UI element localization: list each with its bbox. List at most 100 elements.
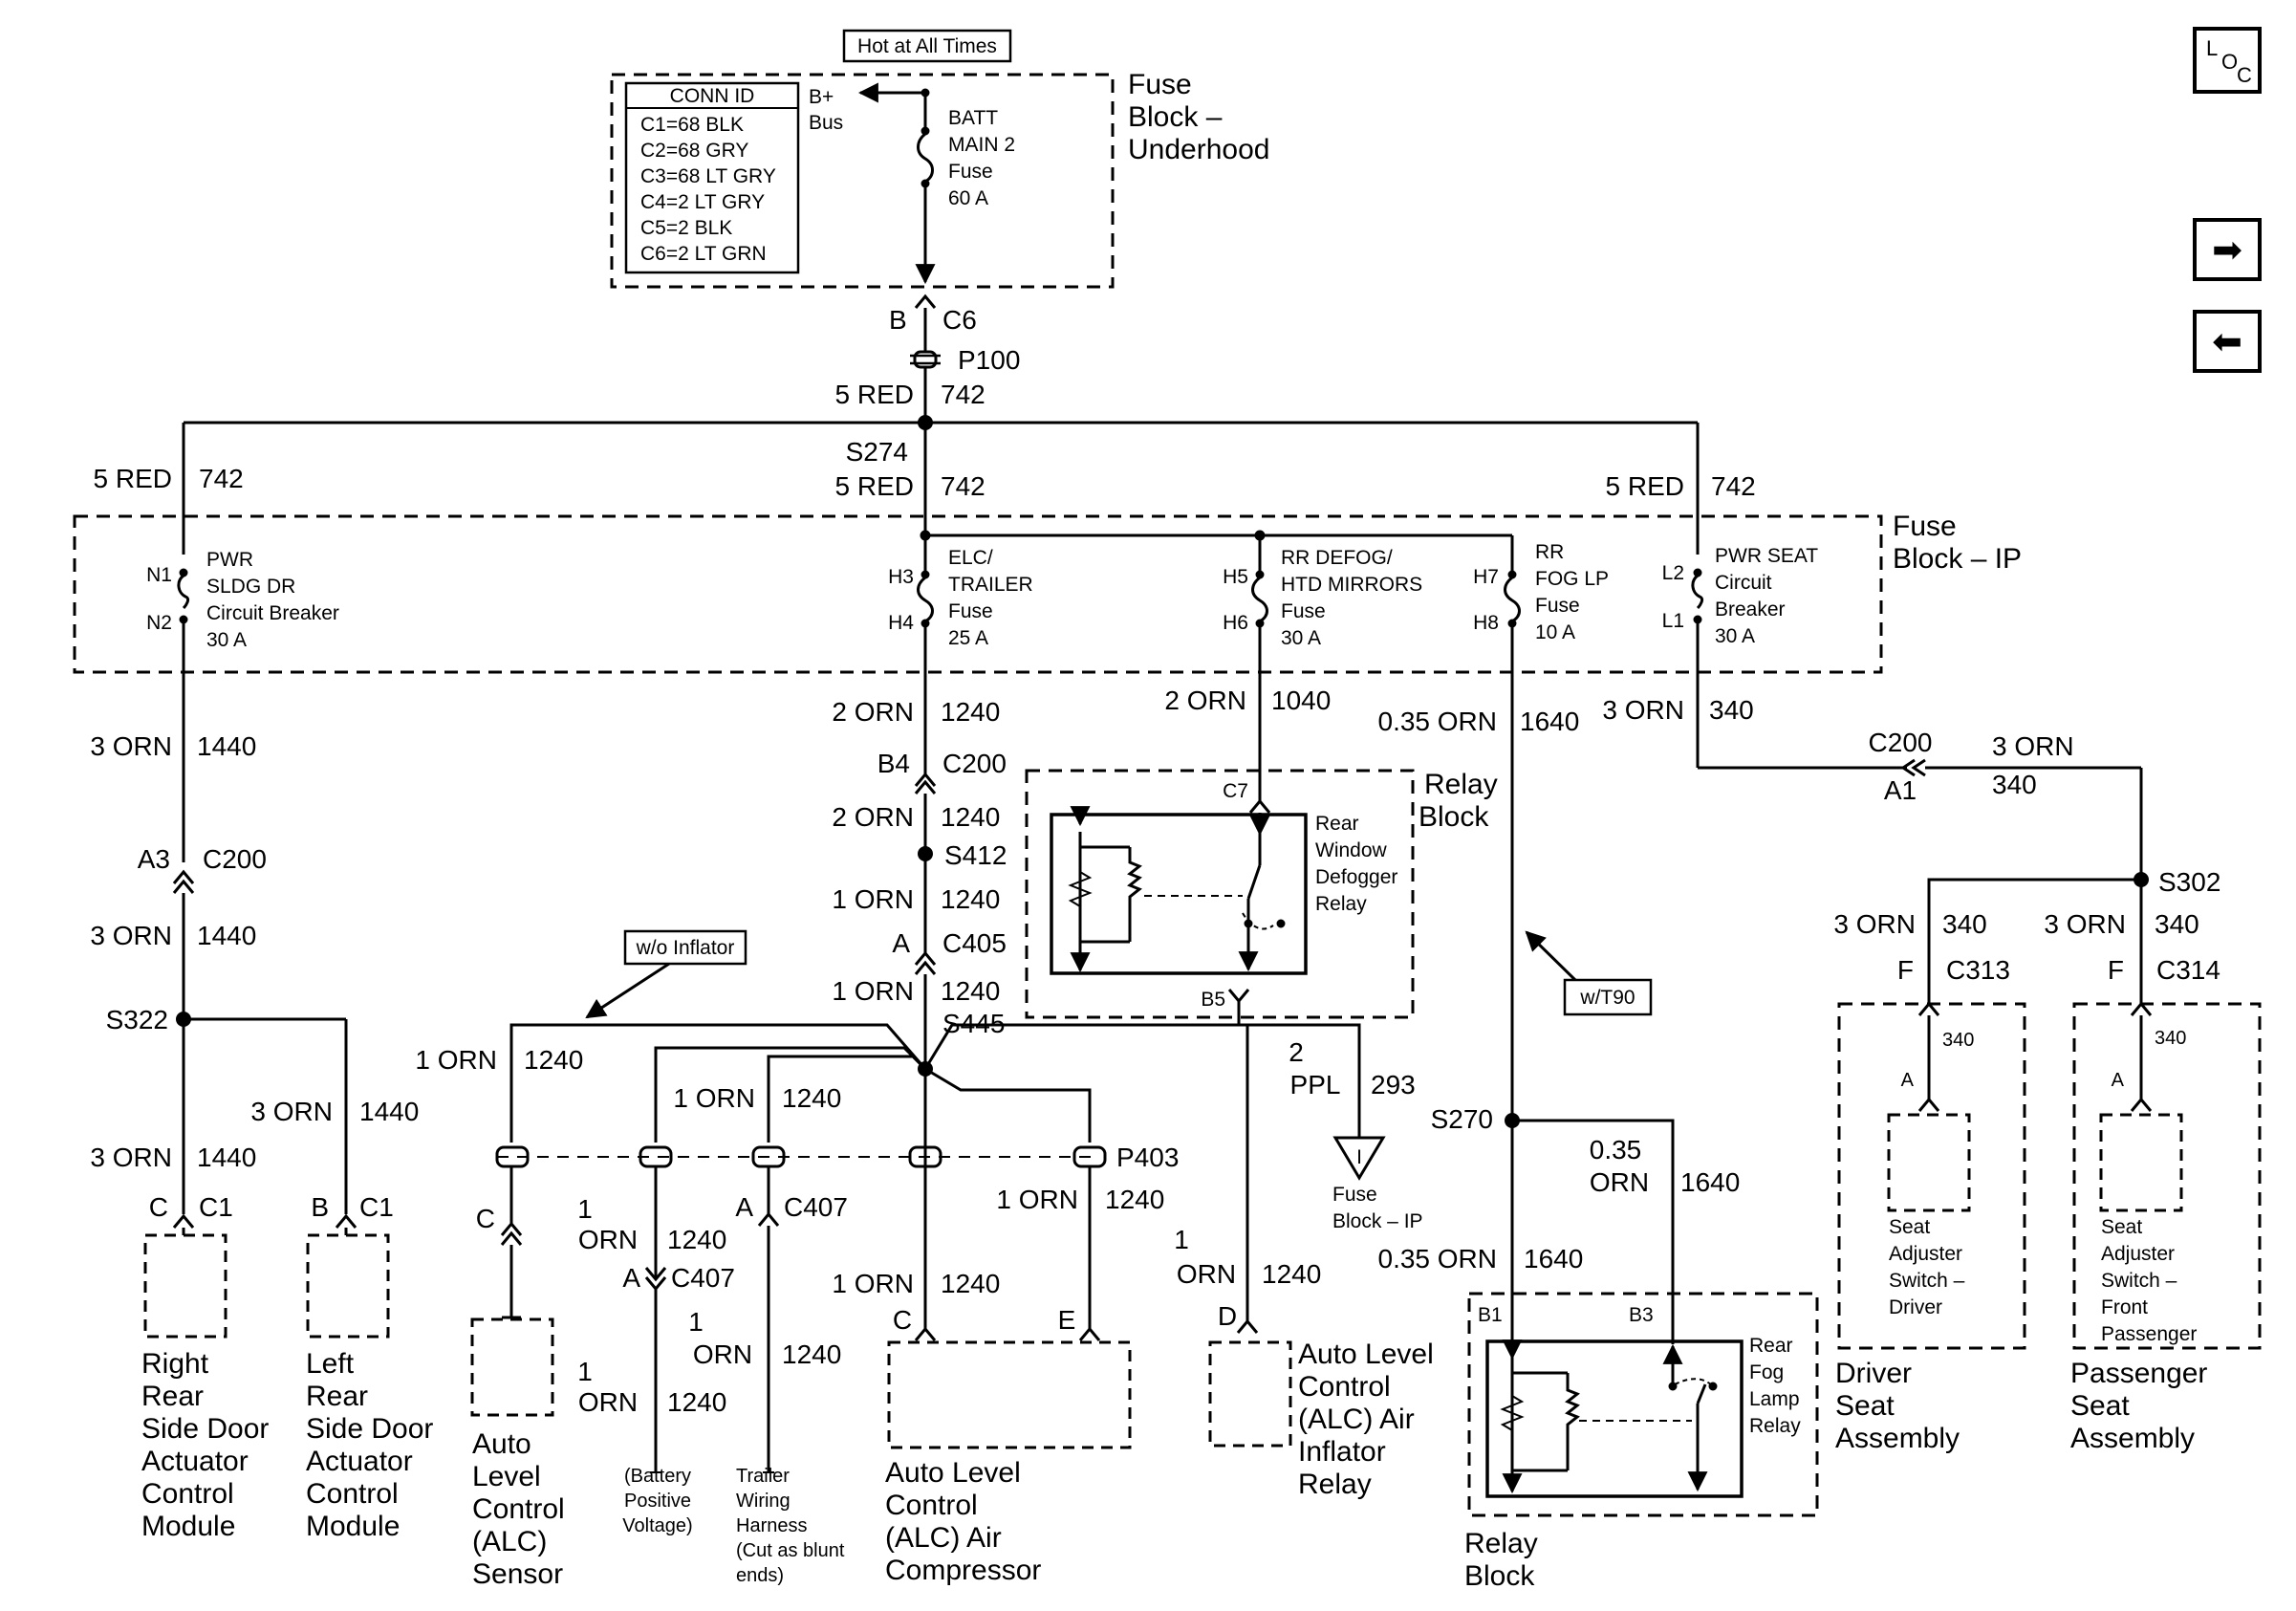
wire-gauge: 5 RED xyxy=(1606,471,1684,501)
left-rear-module-label: Side Door xyxy=(306,1413,433,1445)
underhood-block-label: Underhood xyxy=(1128,134,1269,165)
wire-circuit: 1240 xyxy=(667,1225,726,1254)
batt-fuse-label: Fuse xyxy=(948,161,993,183)
passenger-assembly-label: Assembly xyxy=(2070,1423,2195,1454)
alc-compressor-label: Compressor xyxy=(885,1555,1041,1586)
connector-icon xyxy=(172,1213,195,1229)
trailer-label: Trailer xyxy=(736,1466,790,1487)
alc-sensor-box xyxy=(470,1317,554,1417)
fog-relay-label: Fog xyxy=(1749,1361,1784,1383)
driver-switch-label: Adjuster xyxy=(1889,1243,1962,1265)
pin-label: F xyxy=(2108,955,2124,985)
fog-relay-label: Relay xyxy=(1749,1415,1801,1437)
fuse-label: RR xyxy=(1535,541,1564,563)
trailer-label: (Cut as blunt xyxy=(736,1540,845,1561)
fuse-label: Fuse xyxy=(1281,600,1326,622)
conn-id-row: C1=68 BLK xyxy=(640,114,744,136)
pin-label: A1 xyxy=(1884,775,1917,805)
breaker-label: Breaker xyxy=(1715,599,1786,620)
splice-s412 xyxy=(918,846,933,861)
wire-circuit: 340 xyxy=(1709,695,1754,725)
conn-label: C407 xyxy=(784,1192,848,1222)
connector-icon xyxy=(914,772,937,787)
fuse-icon xyxy=(1504,576,1521,623)
p100-label: P100 xyxy=(958,345,1020,375)
terminal-label: H3 xyxy=(888,566,914,588)
fuse-label: 10 A xyxy=(1535,621,1575,643)
ground-label: Block – IP xyxy=(1332,1210,1423,1232)
passenger-switch-label: Adjuster xyxy=(2101,1243,2175,1265)
wire-gauge: 0.35 ORN xyxy=(1378,707,1498,736)
wire-circuit: 1240 xyxy=(782,1339,841,1369)
conn-label: C407 xyxy=(671,1263,735,1293)
title-label: Hot at All Times xyxy=(857,35,997,57)
wire-circuit: 1240 xyxy=(524,1045,583,1075)
ground-symbol-label: I xyxy=(1356,1146,1362,1168)
wire-circuit: 742 xyxy=(199,464,244,493)
wire-gauge: 1 xyxy=(577,1357,593,1386)
arrow-right-icon[interactable]: ➡ xyxy=(2193,218,2262,281)
arrow-left-icon[interactable]: ⬅ xyxy=(2193,310,2262,373)
fuse-ip-block-label: Block – IP xyxy=(1893,543,2022,575)
wire-gauge: 5 RED xyxy=(835,471,914,501)
relay-block-defog xyxy=(1025,769,1415,1019)
passenger-switch-label: Seat xyxy=(2101,1216,2142,1238)
left-rear-module-label: Left xyxy=(306,1348,355,1380)
wire-gauge: 1 xyxy=(688,1307,704,1337)
wo-inflator-box xyxy=(623,929,747,966)
alc-compressor-label: Auto Level xyxy=(885,1457,1021,1489)
circuit-breaker-icon xyxy=(1691,574,1704,610)
batt-fuse-label: BATT xyxy=(948,107,998,129)
fuse-block-underhood xyxy=(610,73,1115,289)
pin-label: A xyxy=(622,1263,640,1293)
breaker-label: SLDG DR xyxy=(206,576,295,598)
wire-circuit: 1440 xyxy=(197,1143,256,1172)
conn-label: C200 xyxy=(942,749,1007,778)
battery-label: (Battery xyxy=(624,1466,691,1487)
location-icon[interactable]: L O C xyxy=(2193,27,2262,94)
wire-gauge: 3 ORN xyxy=(1602,695,1684,725)
fuse-label: 25 A xyxy=(948,627,988,649)
alc-sensor-label: Auto xyxy=(472,1428,531,1460)
location-glyph: L O C xyxy=(2199,33,2256,88)
alc-inflator-label: (ALC) Air xyxy=(1298,1404,1415,1435)
pin-label: A xyxy=(1901,1070,1915,1091)
diode-icon xyxy=(1068,871,1093,907)
connector-icon xyxy=(644,1267,667,1282)
passenger-switch-label: Passenger xyxy=(2101,1323,2197,1345)
fuse-label: 30 A xyxy=(1281,627,1321,649)
alc-sensor-label: Control xyxy=(472,1493,565,1525)
passenger-switch-label: Switch – xyxy=(2101,1270,2177,1292)
defogger-relay-label: Relay xyxy=(1315,893,1367,915)
splice-label: S445 xyxy=(942,1009,1005,1038)
ground-label: Fuse xyxy=(1332,1184,1377,1206)
connector-icon xyxy=(914,950,937,966)
breaker-label: 30 A xyxy=(1715,625,1755,647)
wire-gauge: 3 ORN xyxy=(250,1097,333,1126)
fuse-label: FOG LP xyxy=(1535,568,1609,590)
connector-icon xyxy=(914,1326,937,1341)
defogger-relay-label: Rear xyxy=(1315,813,1359,835)
wire-gauge: 1 ORN xyxy=(832,976,914,1006)
alc-sensor-label: Sensor xyxy=(472,1558,563,1590)
wire-gauge: 1 ORN xyxy=(832,884,914,914)
right-rear-module-label: Rear xyxy=(141,1381,204,1412)
left-rear-module-label: Actuator xyxy=(306,1446,413,1477)
fuse-icon xyxy=(917,576,934,623)
passenger-switch-label: Front xyxy=(2101,1296,2148,1318)
bus-label: Bus xyxy=(809,112,843,134)
batt-fuse-label: 60 A xyxy=(948,187,988,209)
connector-icon xyxy=(757,1211,780,1227)
passenger-seat-assembly xyxy=(2072,1002,2262,1350)
fuse-icon xyxy=(1251,576,1268,623)
fuse-label: RR DEFOG/ xyxy=(1281,547,1393,569)
fuse-block-ip xyxy=(73,514,1883,674)
underhood-block-label: Fuse xyxy=(1128,69,1192,100)
hot-at-all-times-box xyxy=(842,29,1012,63)
driver-assembly-label: Assembly xyxy=(1835,1423,1960,1454)
breaker-label: 30 A xyxy=(206,629,247,651)
fuse-label: HTD MIRRORS xyxy=(1281,574,1422,596)
left-rear-module-label: Rear xyxy=(306,1381,368,1412)
pin-label: B xyxy=(311,1192,329,1222)
